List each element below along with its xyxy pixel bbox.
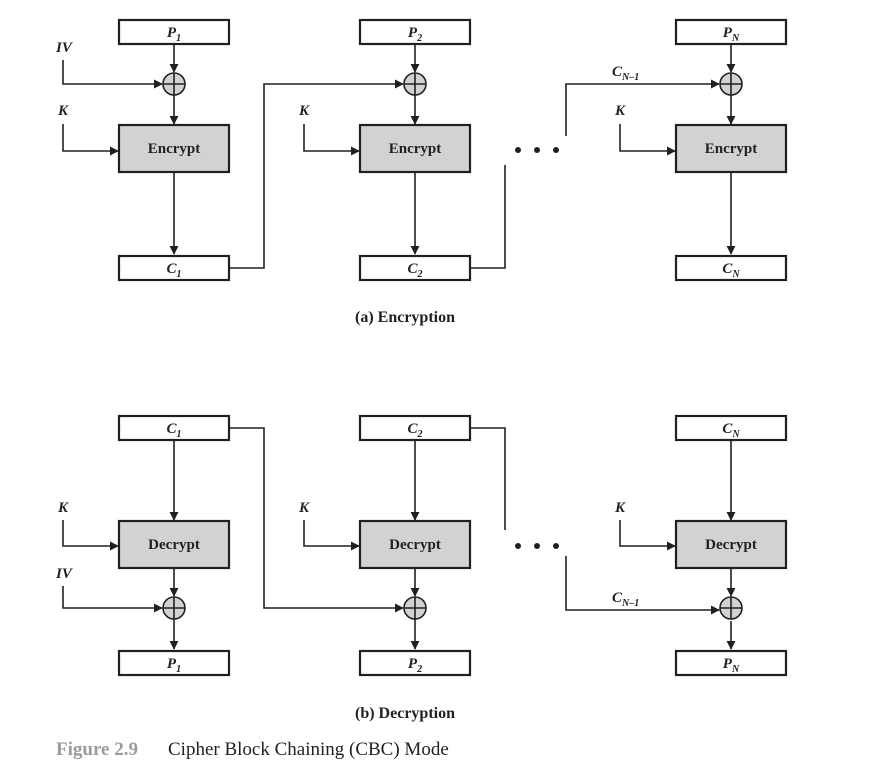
enc-xor-icon-2: [403, 72, 427, 96]
dec-key-label-2: K: [298, 500, 310, 516]
dec-key-label-1: K: [57, 500, 69, 516]
svg-text:P1: P1: [167, 25, 181, 44]
svg-text:PN: PN: [723, 656, 740, 675]
enc-xor-icon-1: [162, 72, 186, 96]
dec-iv-label: IV: [55, 566, 74, 582]
svg-text:C1: C1: [166, 421, 181, 440]
svg-text:CN: CN: [722, 421, 740, 440]
dec-chain-c2-out: [470, 427, 506, 530]
svg-text:Encrypt: Encrypt: [148, 141, 201, 157]
enc-output-box-2: C2: [358, 254, 472, 282]
svg-text:P2: P2: [408, 656, 422, 675]
dec-iv-arrow: [62, 586, 163, 613]
enc-feedback-label: CN–1: [612, 64, 639, 83]
enc-key-label-n: K: [614, 103, 626, 119]
encrypt-block-2: Encrypt: [358, 123, 472, 174]
enc-key-arrow-n: [619, 124, 676, 156]
svg-text:Encrypt: Encrypt: [389, 141, 442, 157]
svg-text:P2: P2: [408, 25, 422, 44]
dec-key-arrow-1: [62, 520, 119, 551]
svg-text:CN: CN: [722, 261, 740, 280]
dec-ellipsis: [515, 543, 559, 549]
dec-xor-icon-2: [403, 596, 427, 620]
enc-output-box-n: CN: [674, 254, 788, 282]
enc-chain-c2-out: [470, 165, 506, 269]
decrypt-block-2: Decrypt: [358, 519, 472, 570]
svg-text:C1: C1: [166, 261, 181, 280]
svg-text:C2: C2: [407, 421, 422, 440]
enc-input-box-1: P1: [117, 18, 231, 46]
dec-key-arrow-2: [303, 520, 360, 551]
dec-xor-icon-1: [162, 596, 186, 620]
svg-text:Decrypt: Decrypt: [705, 537, 757, 553]
encryption-panel: P1 P2 PN IV: [55, 18, 788, 326]
enc-key-label-1: K: [57, 103, 69, 119]
enc-iv-arrow: [62, 60, 163, 89]
dec-key-arrow-n: [619, 520, 676, 551]
svg-text:Encrypt: Encrypt: [705, 141, 758, 157]
enc-chain-c1-to-xor2: [229, 79, 404, 269]
dec-key-label-n: K: [614, 500, 626, 516]
enc-ellipsis: [515, 147, 559, 153]
figure-title: Cipher Block Chaining (CBC) Mode: [168, 739, 449, 760]
dec-xor-icon-n: [719, 596, 743, 620]
dec-input-box-2: C2: [358, 414, 472, 442]
enc-key-arrow-1: [62, 124, 119, 156]
dec-chain-c1-to-xor2: [229, 427, 404, 613]
encryption-caption: (a) Encryption: [355, 309, 455, 326]
encrypt-block-1: Encrypt: [117, 123, 231, 174]
enc-key-arrow-2: [303, 124, 360, 156]
enc-output-box-1: C1: [117, 254, 231, 282]
enc-key-label-2: K: [298, 103, 310, 119]
enc-xor-icon-n: [719, 72, 743, 96]
decrypt-block-n: Decrypt: [674, 519, 788, 570]
enc-iv-label: IV: [55, 40, 74, 56]
svg-text:Decrypt: Decrypt: [148, 537, 200, 553]
svg-text:C2: C2: [407, 261, 422, 280]
dec-feedback-label: CN–1: [612, 590, 639, 609]
enc-input-box-2: P2: [358, 18, 472, 46]
figure-number: Figure 2.9: [56, 739, 138, 760]
enc-chain-in-xorn: [565, 79, 720, 136]
svg-text:PN: PN: [723, 25, 740, 44]
svg-text:P1: P1: [167, 656, 181, 675]
dec-input-box-n: CN: [674, 414, 788, 442]
decryption-caption: (b) Decryption: [355, 705, 455, 722]
dec-output-box-n: PN: [674, 649, 788, 677]
dec-chain-in-xorn: [565, 556, 720, 615]
dec-output-box-1: P1: [117, 649, 231, 677]
figure-caption: Figure 2.9 Cipher Block Chaining (CBC) M…: [56, 739, 449, 760]
dec-input-box-1: C1: [117, 414, 231, 442]
encrypt-block-n: Encrypt: [674, 123, 788, 174]
dec-output-box-2: P2: [358, 649, 472, 677]
decrypt-block-1: Decrypt: [117, 519, 231, 570]
svg-text:Decrypt: Decrypt: [389, 537, 441, 553]
enc-input-box-n: PN: [674, 18, 788, 46]
decryption-panel: C1 C2 CN Decrypt Decrypt Decrypt K: [55, 414, 788, 722]
